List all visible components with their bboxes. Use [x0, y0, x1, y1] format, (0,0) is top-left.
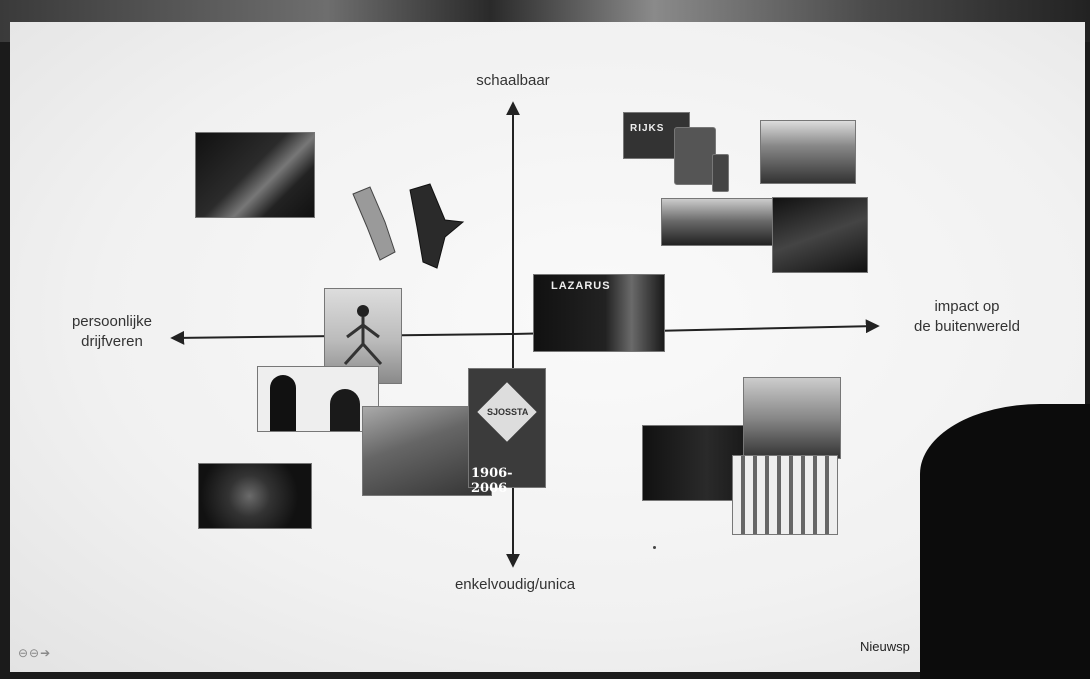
- axis-label-right-line1: impact op: [934, 298, 1000, 315]
- photo-lazarus-poster: LAZARUS: [533, 274, 665, 352]
- axis-label-bottom: enkelvoudig/unica: [454, 576, 576, 593]
- photo-anniversary-poster: SJOSSTA 1906-2006: [468, 368, 546, 496]
- rijks-label: RIJKS: [630, 123, 665, 134]
- axis-label-top: schaalbaar: [476, 72, 550, 89]
- chair-right: [409, 183, 465, 269]
- photo-crowd: [760, 120, 856, 184]
- poster-years: 1906-2006: [471, 466, 513, 496]
- photo-tablet: [674, 127, 716, 185]
- photo-phone: [712, 154, 729, 192]
- poster-mark: SJOSSTA: [487, 407, 529, 417]
- lazarus-title: LAZARUS: [551, 280, 611, 292]
- person-left: [270, 375, 296, 431]
- photo-sunset-street: [661, 198, 773, 246]
- axis-label-right-line2: de buitenwereld: [914, 318, 1020, 335]
- axis-label-left-line2: drijfveren: [81, 333, 143, 350]
- axis-label-left-line1: persoonlijke: [71, 313, 153, 330]
- photo-self-portrait-painting: [198, 463, 312, 529]
- chairs-image: [352, 183, 465, 269]
- photo-portrait-pair: [257, 366, 379, 432]
- axis-label-left: persoonlijke drijfveren: [52, 312, 172, 352]
- slide-nav-controls[interactable]: ⊖⊖➔: [18, 646, 52, 660]
- projected-slide: schaalbaar enkelvoudig/unica persoonlijk…: [10, 22, 1085, 672]
- photo-dark-event: [772, 197, 868, 273]
- presenter-silhouette: [920, 404, 1090, 679]
- photo-model-city: [743, 377, 841, 459]
- axis-label-right: impact op de buitenwereld: [882, 297, 1052, 337]
- speck: [653, 546, 656, 549]
- photo-facade: [732, 455, 838, 535]
- photo-dark-interior: [195, 132, 315, 218]
- dancer-figure: [343, 305, 383, 366]
- footer-credit: Nieuwsp: [860, 639, 910, 654]
- chair-left: [352, 186, 396, 261]
- person-right: [330, 389, 360, 431]
